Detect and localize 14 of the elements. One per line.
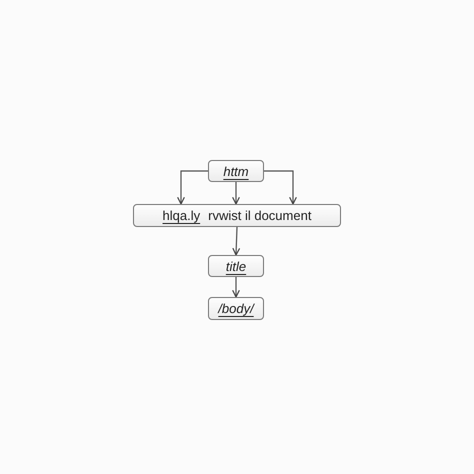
process-box	[133, 204, 341, 227]
arrow	[177, 170, 208, 205]
process-box	[208, 255, 264, 277]
node-label: httm	[223, 164, 249, 178]
arrow	[264, 170, 297, 205]
arrow	[232, 277, 240, 298]
node-label: /body/	[218, 301, 254, 316]
arrow	[232, 226, 240, 256]
node-label: hlqa.ly	[162, 208, 200, 223]
node-label: rvwist il document	[208, 208, 312, 223]
process-box	[208, 297, 264, 320]
node-label: title	[226, 258, 246, 274]
arrow	[232, 182, 240, 205]
process-box	[208, 160, 264, 182]
